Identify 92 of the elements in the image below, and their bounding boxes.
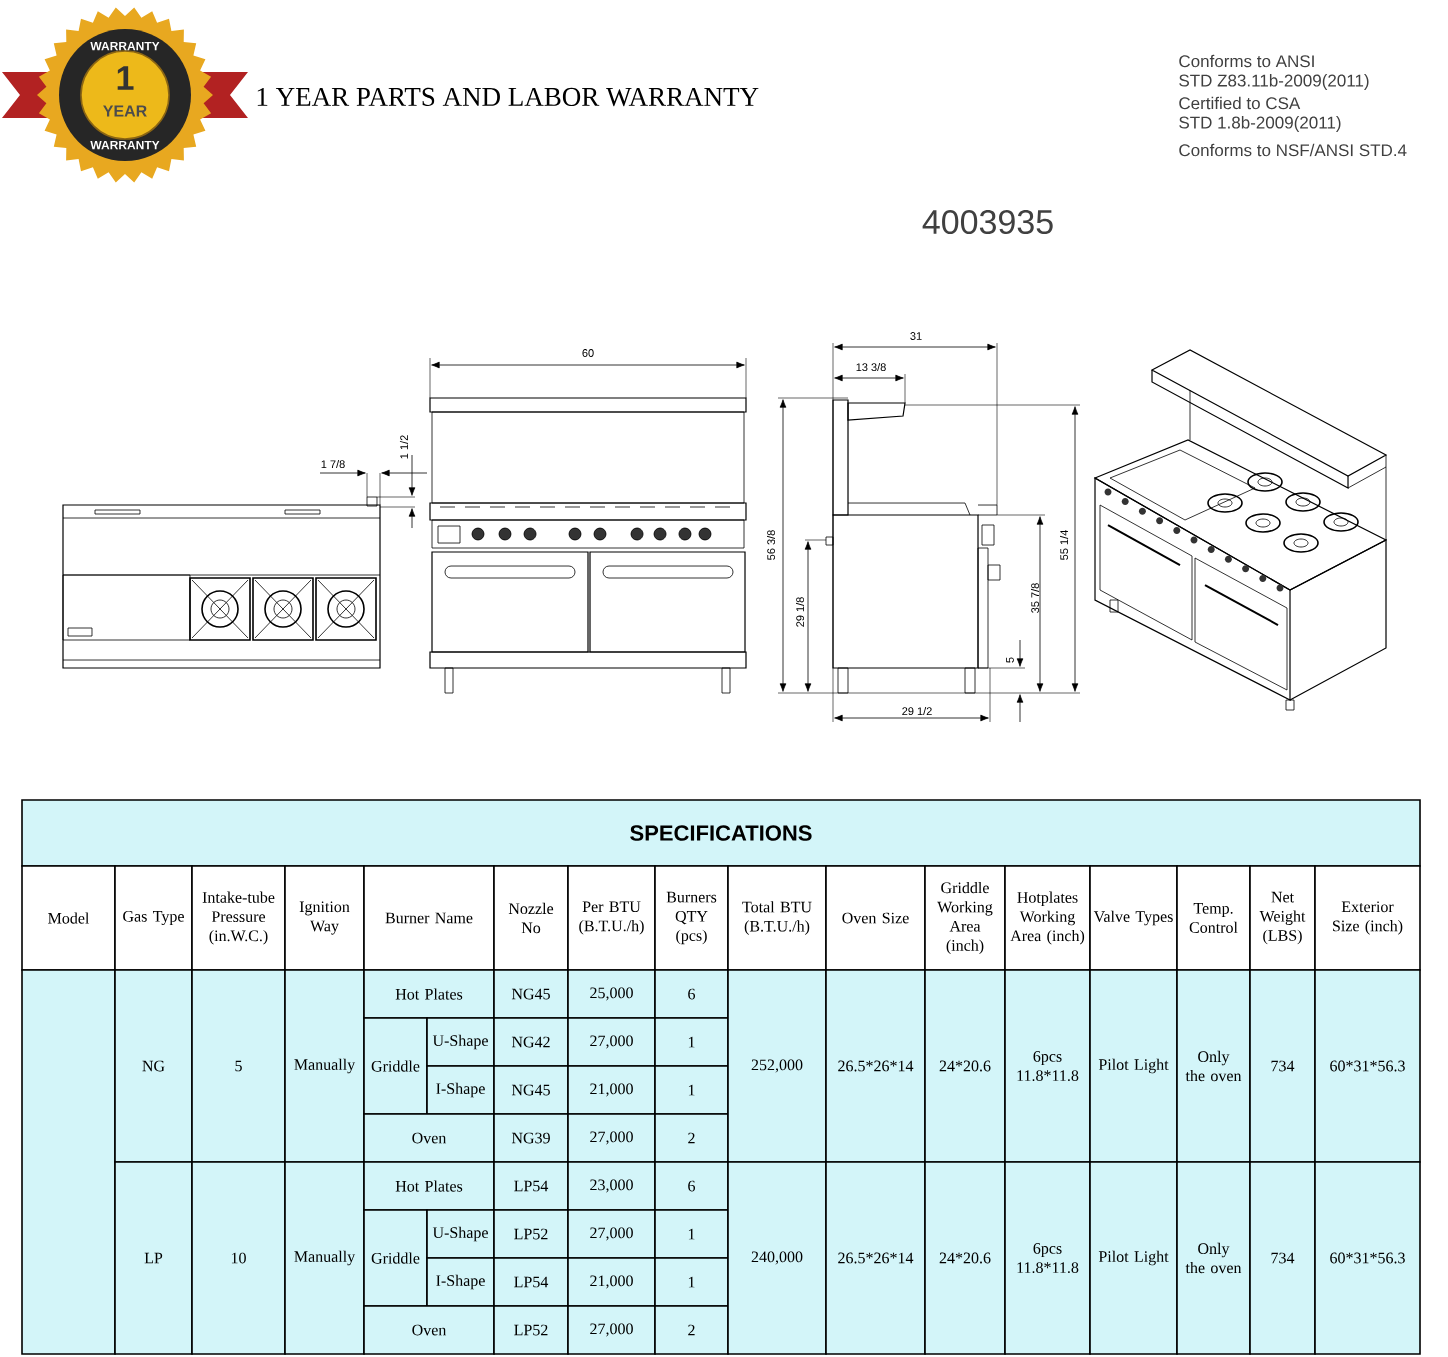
dimension-label: 35 7/8 [1030,583,1040,613]
warranty-seal: WARRANTY 1 YEAR WARRANTY [2,7,248,183]
table-cell: Oven [363,1113,495,1163]
table-cell: Pilot Light [1089,1161,1178,1355]
dimension-label: 60 [582,349,594,357]
table-cell: NG [114,969,193,1163]
table-cell: Griddle [363,1209,428,1307]
header-cell: Burners QTY (pcs) [654,865,729,971]
table-cell: 6pcs 11.8*11.8 [1004,1161,1091,1355]
table-cell: LP52 [493,1209,569,1259]
header-cell: Temp. Control [1176,865,1251,971]
label: WARRANTY [90,41,160,51]
header-cell: Ignition Way [284,865,365,971]
table-cell: 1 [654,1017,729,1067]
header-cell: Burner Name [363,865,495,971]
table-cell: Only the oven [1176,1161,1251,1355]
table-cell: U-Shape [426,1209,495,1259]
dimension-label: 5 [1006,657,1014,663]
certification-note: STD Z83.11b-2009(2011) [1179,74,1369,90]
table-cell: LP52 [493,1305,569,1355]
table-cell: 27,000 [567,1113,656,1163]
header-cell: Gas Type [114,865,193,971]
table-cell: 25,000 [567,969,656,1019]
table-cell: 21,000 [567,1257,656,1307]
header-cell: Oven Size [825,865,926,971]
table-cell: I-Shape [426,1257,495,1307]
table-cell: LP [114,1161,193,1355]
table-cell: Pilot Light [1089,969,1178,1163]
table-cell: 2 [654,1113,729,1163]
table-cell: NG45 [493,1065,569,1115]
dimension-label: 55 1/4 [1059,530,1069,560]
table-cell: 27,000 [567,1305,656,1355]
header-cell: Intake-tube Pressure (in.W.C.) [191,865,286,971]
certification-note: Conforms to ANSI [1179,54,1314,68]
table-cell: 6 [654,969,729,1019]
certification-note: STD 1.8b-2009(2011) [1179,116,1341,132]
label: WARRANTY [90,140,160,150]
table-cell: 6 [654,1161,729,1211]
label: 1 [117,66,134,90]
table-cell: 734 [1249,1161,1316,1355]
header-cell: Valve Types [1089,865,1178,971]
table-cell: U-Shape [426,1017,495,1067]
dimension-label: 56 3/8 [766,530,776,560]
header-cell: Griddle Working Area (inch) [924,865,1006,971]
header-cell: Exterior Size (inch) [1314,865,1421,971]
table-cell: 734 [1249,969,1316,1163]
table-cell: 1 [654,1065,729,1115]
table-title: SPECIFICATIONS [21,799,1421,867]
table-cell: 10 [191,1161,286,1355]
dimension-label: 13 3/8 [856,363,886,372]
table-cell: I-Shape [426,1065,495,1115]
table-cell: Oven [363,1305,495,1355]
dimension-label: 1 7/8 [321,460,345,469]
table-cell: Griddle [363,1017,428,1115]
dimension-label: 1 1/2 [399,435,409,459]
dimension-label: 29 1/8 [795,597,805,627]
table-cell: 26.5*26*14 [825,1161,926,1355]
table-cell: Hot Plates [363,969,495,1019]
certificate-number: 4003935 [922,209,1053,235]
warranty-text: 1 YEAR PARTS AND LABOR WARRANTY [257,87,759,107]
table-cell: 21,000 [567,1065,656,1115]
label: YEAR [103,105,147,117]
table-cell: 60*31*56.3 [1314,969,1421,1163]
header-cell: Model [21,865,116,971]
table-cell: LP54 [493,1257,569,1307]
table-cell: NG45 [493,969,569,1019]
table-cell: Hot Plates [363,1161,495,1211]
certification-note: Certified to CSA [1179,96,1301,110]
table-cell: 26.5*26*14 [825,969,926,1163]
dimension-label: 31 [910,332,922,340]
table-cell: 60*31*56.3 [1314,1161,1421,1355]
table-cell: Only the oven [1176,969,1251,1163]
header-cell: Nozzle No [493,865,569,971]
table-cell: NG39 [493,1113,569,1163]
header-cell: Total BTU (B.T.U./h) [727,865,827,971]
certification-note: Conforms to NSF/ANSI STD.4 [1179,143,1407,157]
table-cell: 2 [654,1305,729,1355]
table-cell: 24*20.6 [924,969,1006,1163]
header-cell: Per BTU (B.T.U./h) [567,865,656,971]
table-cell: 1 [654,1257,729,1307]
header-cell: Net Weight (LBS) [1249,865,1316,971]
table-cell: 1 [654,1209,729,1259]
table-cell: 27,000 [567,1017,656,1067]
dimension-label: 29 1/2 [902,707,932,716]
table-cell: 6pcs 11.8*11.8 [1004,969,1091,1163]
table-cell: 27,000 [567,1209,656,1259]
table-cell: 5 [191,969,286,1163]
header-cell: Hotplates Working Area (inch) [1004,865,1091,971]
table-cell: NG42 [493,1017,569,1067]
table-cell: 23,000 [567,1161,656,1211]
table-cell: 24*20.6 [924,1161,1006,1355]
table-cell: LP54 [493,1161,569,1211]
